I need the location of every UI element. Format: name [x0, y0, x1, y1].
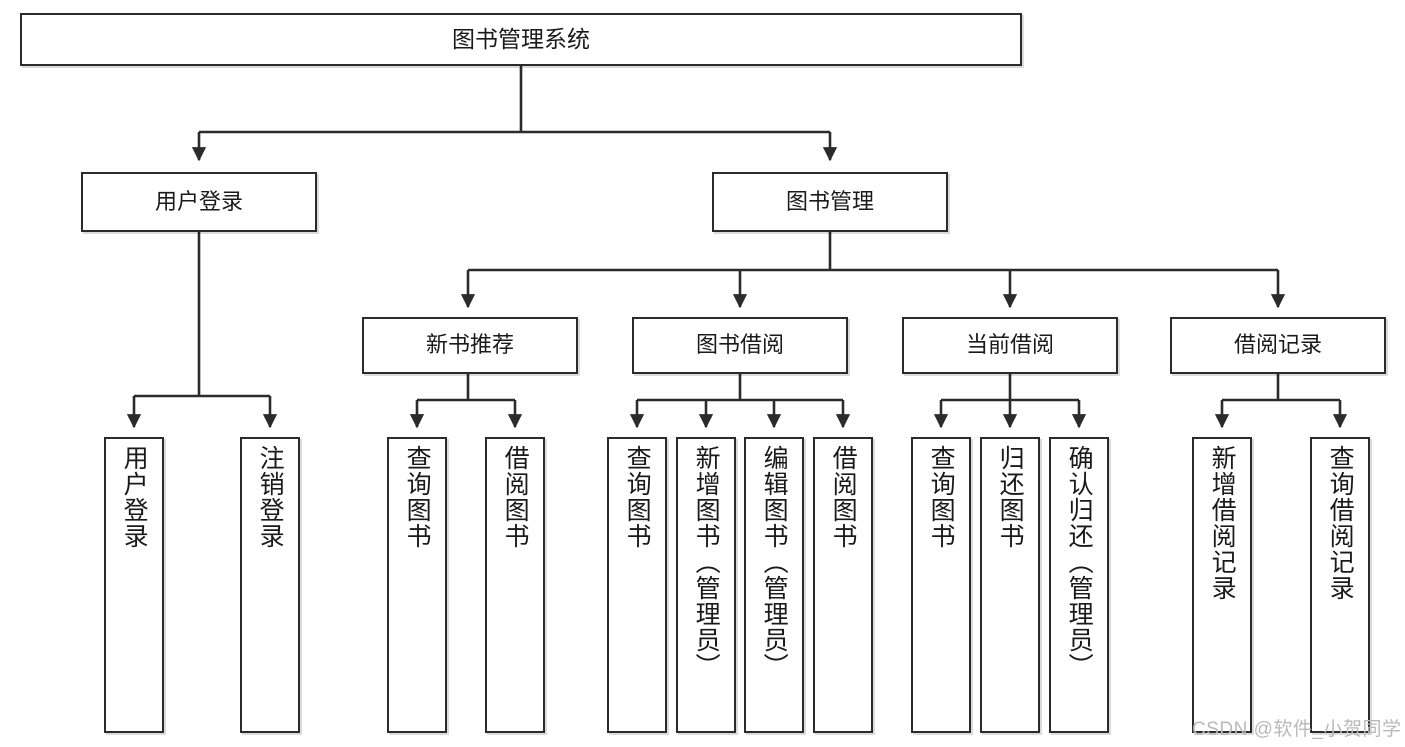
leaf-borrow-book-recommend[interactable]: 借阅图书	[485, 437, 545, 733]
leaf-add-book-admin[interactable]: 新增图书（管理员）	[676, 437, 736, 733]
node-borrow-record[interactable]: 借阅记录	[1170, 317, 1386, 374]
node-label: 新书推荐	[425, 332, 514, 358]
node-root-book-management-system[interactable]: 图书管理系统	[20, 13, 1022, 66]
leaf-query-book-current[interactable]: 查询图书	[911, 437, 971, 733]
leaf-query-book-recommend[interactable]: 查询图书	[387, 437, 447, 733]
node-label: 用户登录	[154, 188, 243, 214]
node-book-management[interactable]: 图书管理	[712, 172, 948, 232]
node-label: 确认归还（管理员）	[1065, 445, 1094, 679]
node-label: 借阅图书	[829, 445, 858, 549]
leaf-return-book[interactable]: 归还图书	[980, 437, 1040, 733]
node-book-borrow[interactable]: 图书借阅	[632, 317, 848, 374]
node-label: 图书管理	[785, 188, 874, 214]
leaf-confirm-return-admin[interactable]: 确认归还（管理员）	[1049, 437, 1109, 733]
node-label: 新增图书（管理员）	[692, 445, 721, 679]
leaf-borrow-book[interactable]: 借阅图书	[813, 437, 873, 733]
leaf-add-borrow-record[interactable]: 新增借阅记录	[1192, 437, 1252, 733]
node-label: 当前借阅	[965, 332, 1054, 358]
leaf-query-borrow-record[interactable]: 查询借阅记录	[1310, 437, 1370, 733]
node-label: 查询图书	[927, 445, 956, 549]
node-label: 归还图书	[996, 445, 1025, 549]
node-new-book-recommend[interactable]: 新书推荐	[362, 317, 578, 374]
node-label: 新增借阅记录	[1208, 445, 1237, 601]
node-label: 查询借阅记录	[1326, 445, 1355, 601]
node-label: 注销登录	[256, 445, 285, 549]
node-label: 借阅记录	[1233, 332, 1322, 358]
leaf-edit-book-admin[interactable]: 编辑图书（管理员）	[744, 437, 804, 733]
csdn-watermark: CSDN @软件_小贺同学	[1192, 719, 1402, 740]
leaf-user-login[interactable]: 用户登录	[104, 437, 164, 733]
node-label: 用户登录	[120, 445, 149, 549]
node-label: 编辑图书（管理员）	[760, 445, 789, 679]
node-current-borrow[interactable]: 当前借阅	[902, 317, 1118, 374]
leaf-logout-login[interactable]: 注销登录	[240, 437, 300, 733]
leaf-query-book-borrow[interactable]: 查询图书	[607, 437, 667, 733]
node-user-login[interactable]: 用户登录	[81, 172, 317, 232]
node-label: 借阅图书	[501, 445, 530, 549]
node-label: 图书管理系统	[452, 26, 590, 53]
node-label: 查询图书	[623, 445, 652, 549]
node-label: 查询图书	[403, 445, 432, 549]
node-label: 图书借阅	[695, 332, 784, 358]
